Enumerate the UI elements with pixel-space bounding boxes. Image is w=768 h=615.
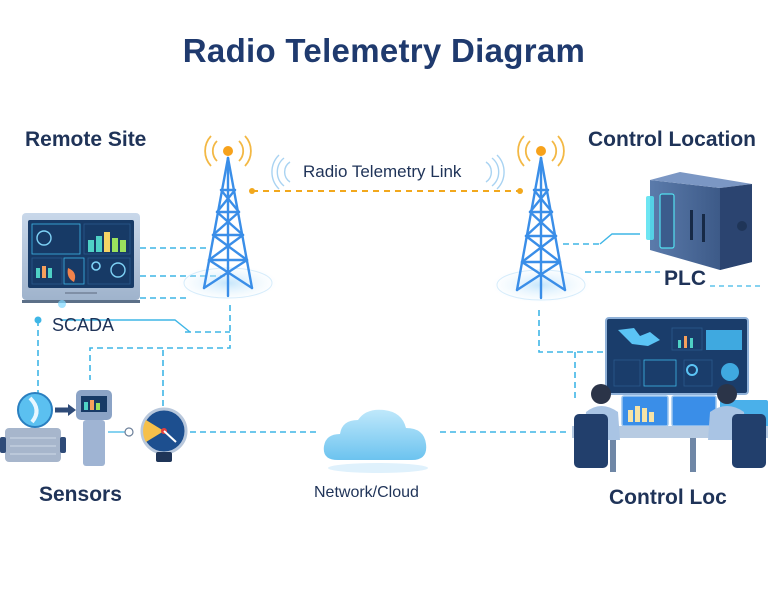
plc-icon (646, 172, 752, 270)
control-loc-label: Control Loc (609, 486, 727, 509)
diagram-title: Radio Telemetry Diagram (182, 32, 586, 69)
control-tower-beacon (536, 146, 546, 156)
sensors-label: Sensors (39, 483, 122, 506)
network-cloud-label: Network/Cloud (314, 484, 419, 501)
right-connectors (440, 243, 660, 433)
remote-site-label: Remote Site (25, 128, 147, 151)
radio-link-line (249, 188, 523, 194)
link-signal-icon (271, 154, 505, 190)
cloud-icon (323, 409, 428, 473)
control-tower-icon (515, 156, 567, 300)
remote-signal-icon (204, 135, 252, 167)
scada-monitor-icon (22, 213, 140, 308)
sensors-icon (0, 390, 188, 466)
control-signal-icon (517, 135, 565, 167)
control-room-icon (572, 317, 768, 472)
remote-tower-icon (202, 156, 254, 298)
remote-tower-beacon (223, 146, 233, 156)
radio-link-label: Radio Telemetry Link (303, 162, 462, 181)
control-location-label: Control Location (588, 128, 756, 151)
scada-label: SCADA (52, 315, 115, 335)
scada-dot (34, 316, 42, 324)
plc-label: PLC (664, 267, 706, 290)
